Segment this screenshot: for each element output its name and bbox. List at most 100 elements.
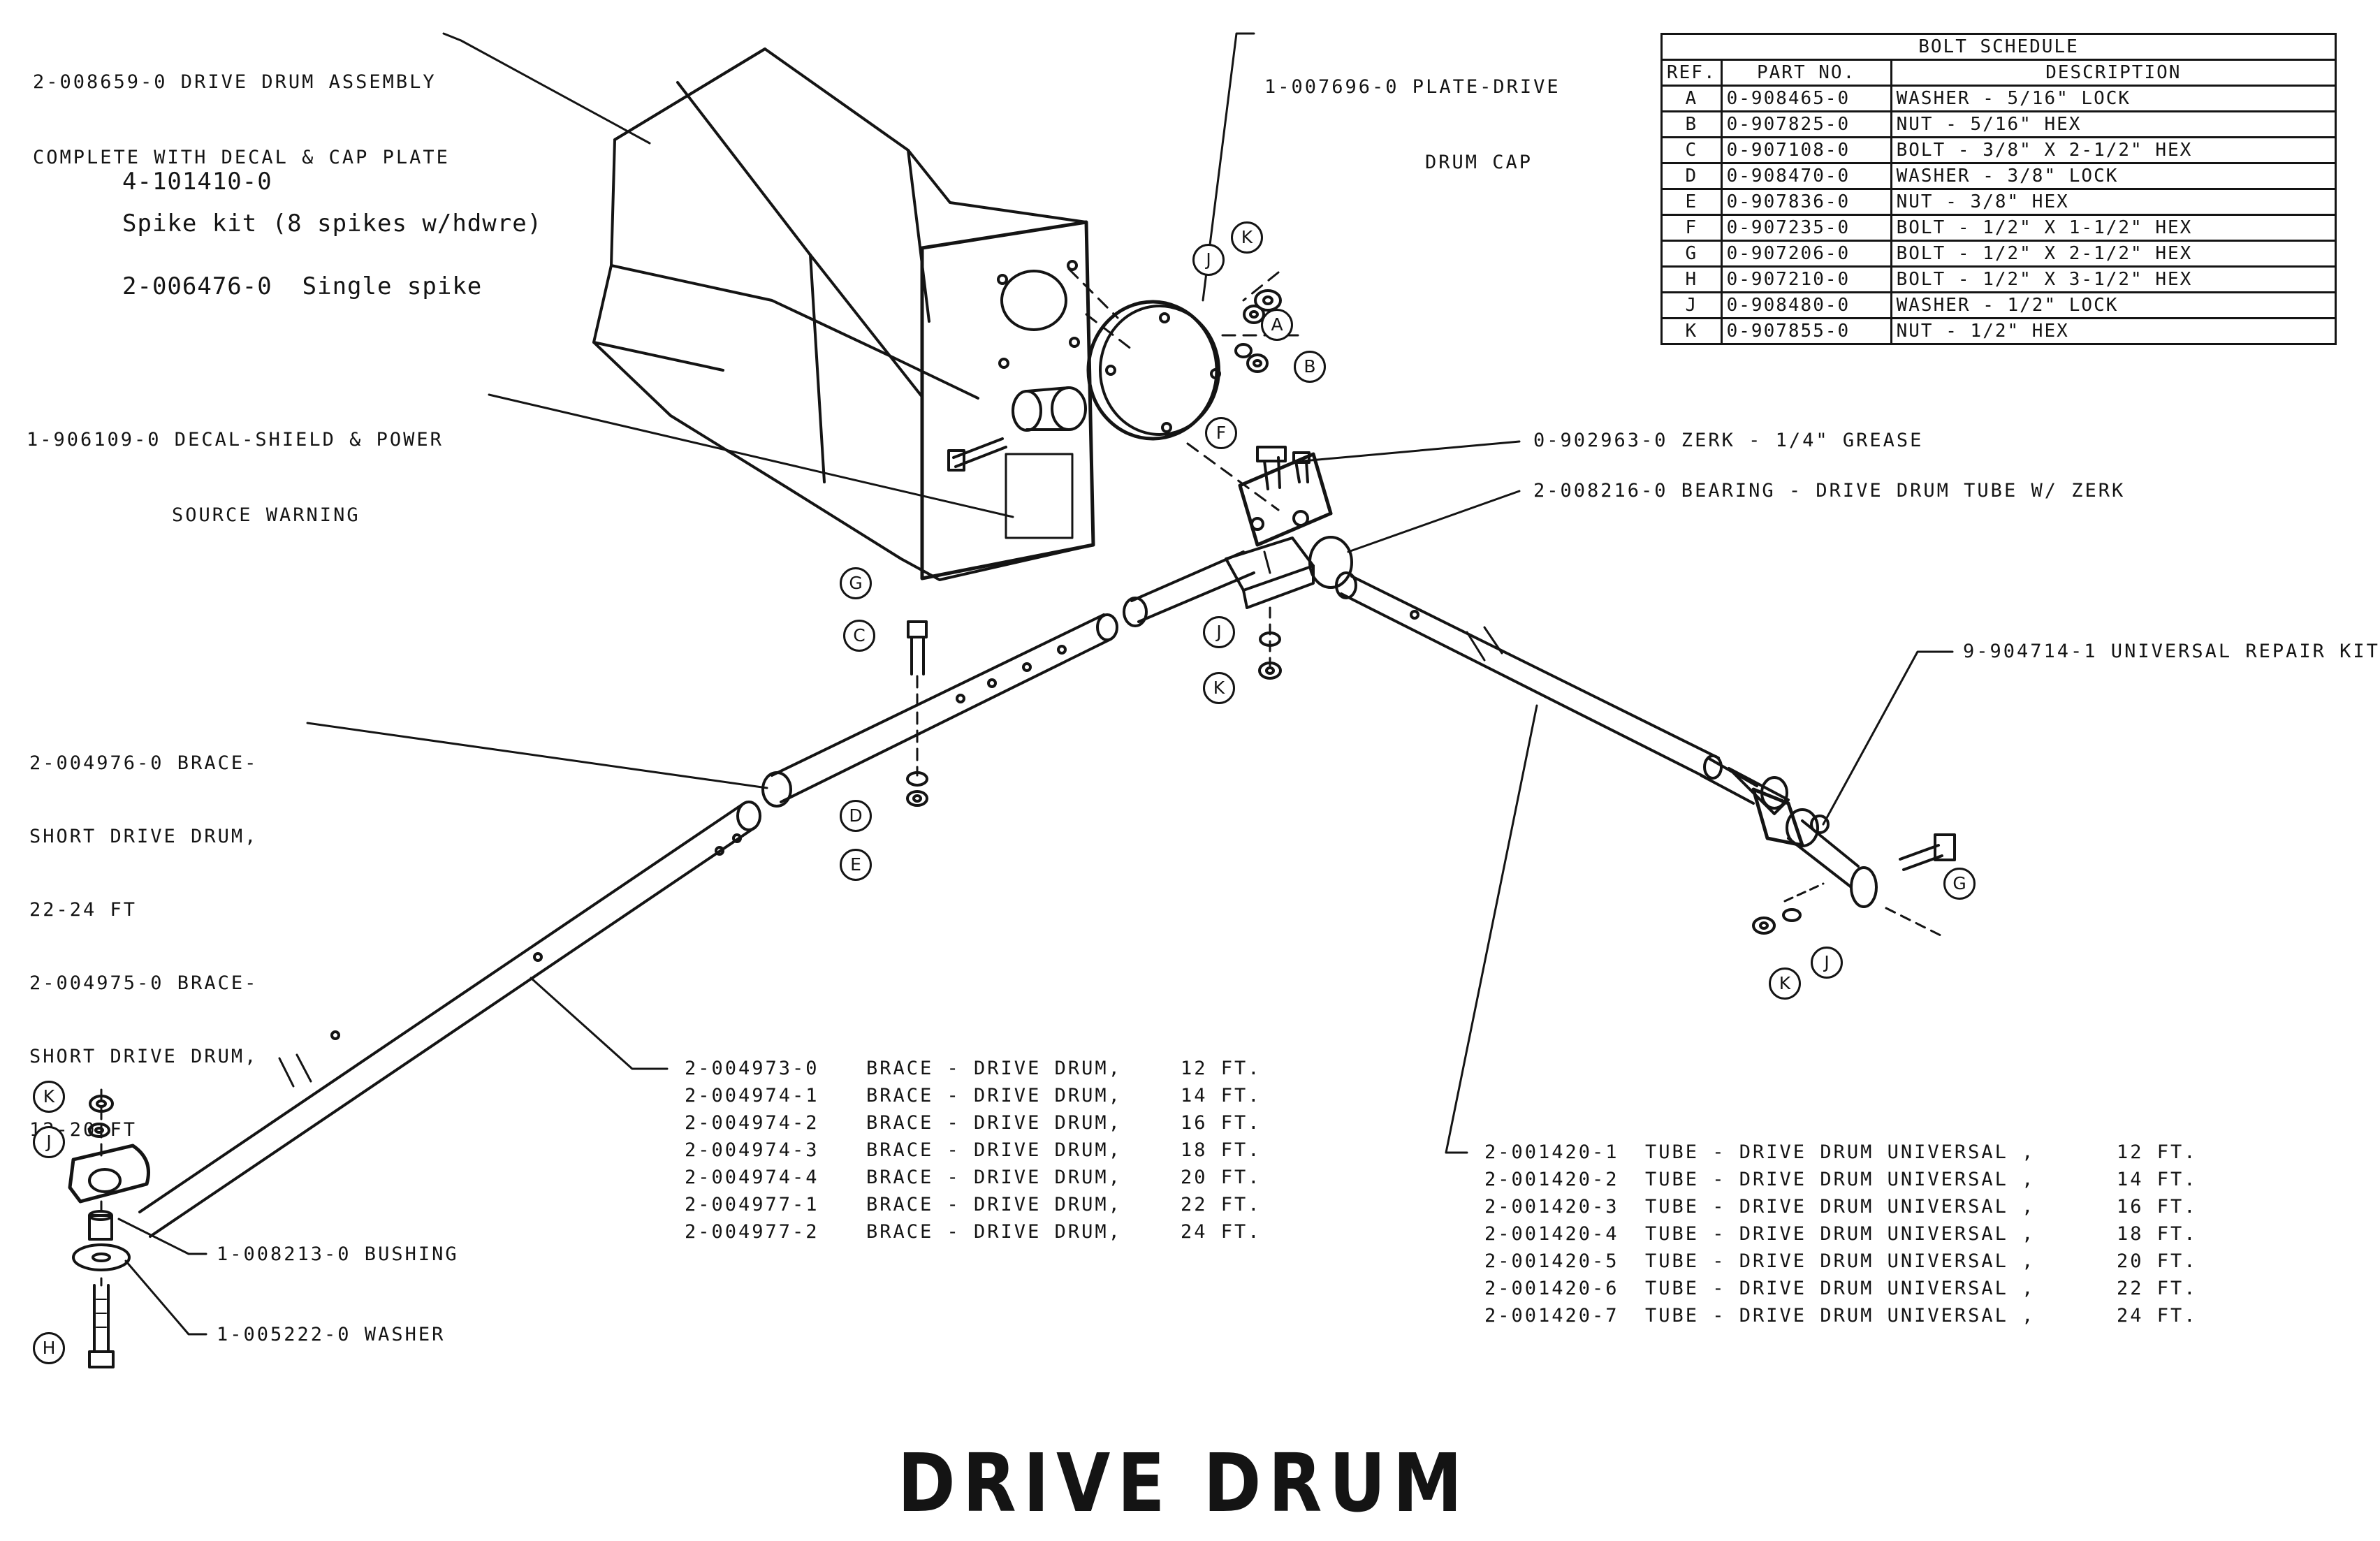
description-cell: WASHER - 3/8" LOCK: [1890, 162, 2337, 190]
callout-g: G: [1943, 868, 1976, 900]
part-number: 2-001420-1: [1484, 1141, 1619, 1163]
leader-lines: [117, 32, 1954, 1336]
ref-cell: C: [1660, 136, 1723, 164]
part-length: 16 FT.: [1181, 1112, 1262, 1134]
label-zerk: 0-902963-0 ZERK - 1/4" GREASE: [1533, 430, 1924, 451]
callout-f: F: [1205, 417, 1237, 449]
label-decal: 1-906109-0 DECAL-SHIELD & POWER SOURCE W…: [27, 377, 444, 553]
bolt-c-stack: [906, 620, 928, 807]
part-number: 2-001420-4: [1484, 1223, 1619, 1245]
part-desc: TUBE - DRIVE DRUM UNIVERSAL ,: [1645, 1196, 2036, 1218]
callout-b: B: [1294, 351, 1326, 383]
label-bearing: 2-008216-0 BEARING - DRIVE DRUM TUBE W/ …: [1533, 480, 2126, 502]
description-cell: NUT - 3/8" HEX: [1890, 188, 2337, 216]
callout-k: K: [1769, 967, 1801, 1000]
label-line: 2-004976-0 BRACE-: [29, 752, 258, 774]
single-spike: 2-006476-0 Single spike: [122, 272, 483, 300]
part-length: 24 FT.: [2117, 1305, 2198, 1327]
label-line: 2-004975-0 BRACE-: [29, 972, 258, 994]
label-line: 22-24 FT: [29, 899, 138, 921]
part-desc: BRACE - DRIVE DRUM,: [866, 1167, 1122, 1188]
part-length: 22 FT.: [1181, 1194, 1262, 1215]
universal-tube: [1335, 571, 1956, 937]
part-number-cell: 0-908465-0: [1720, 85, 1892, 112]
description-cell: BOLT - 1/2" X 3-1/2" HEX: [1890, 265, 2337, 293]
spike-kit-part: 4-101410-0: [122, 168, 272, 196]
part-desc: TUBE - DRIVE DRUM UNIVERSAL ,: [1645, 1169, 2036, 1190]
label-line: 1-906109-0 DECAL-SHIELD & POWER: [27, 429, 444, 451]
part-desc: TUBE - DRIVE DRUM UNIVERSAL ,: [1645, 1278, 2036, 1299]
part-length: 20 FT.: [2117, 1250, 2198, 1272]
part-number: 2-001420-5: [1484, 1250, 1619, 1272]
part-number: 2-004974-2: [685, 1112, 819, 1134]
long-brace: [68, 801, 761, 1238]
bearing-drive-drum-tube: [1225, 446, 1353, 609]
description-cell: WASHER - 5/16" LOCK: [1890, 85, 2337, 112]
bolt-schedule-caption: BOLT SCHEDULE: [1660, 33, 2337, 61]
callout-g: G: [840, 567, 872, 599]
list-item: 2-004974-2 BRACE - DRIVE DRUM, 16 FT.: [685, 1109, 1260, 1137]
part-length: 12 FT.: [2117, 1141, 2198, 1163]
list-item: 2-001420-7 TUBE - DRIVE DRUM UNIVERSAL , 2…: [1484, 1302, 2196, 1329]
part-number: 2-004973-0: [685, 1058, 819, 1079]
list-item: 2-001420-6 TUBE - DRIVE DRUM UNIVERSAL , 2…: [1484, 1275, 2196, 1302]
label-washer: 1-005222-0 WASHER: [217, 1324, 446, 1345]
part-desc: BRACE - DRIVE DRUM,: [866, 1085, 1122, 1107]
description-cell: BOLT - 1/2" X 1-1/2" HEX: [1890, 214, 2337, 242]
part-number-cell: 0-907825-0: [1720, 110, 1892, 138]
part-desc: TUBE - DRIVE DRUM UNIVERSAL ,: [1645, 1141, 2036, 1163]
callout-j: J: [1192, 244, 1225, 276]
part-number: 2-001420-3: [1484, 1196, 1619, 1218]
part-length: 22 FT.: [2117, 1278, 2198, 1299]
callout-j: J: [1203, 616, 1235, 648]
part-desc: BRACE - DRIVE DRUM,: [866, 1221, 1122, 1243]
callout-d: D: [840, 800, 872, 832]
label-line: SOURCE WARNING: [172, 504, 360, 526]
part-desc: TUBE - DRIVE DRUM UNIVERSAL ,: [1645, 1305, 2036, 1327]
part-desc: BRACE - DRIVE DRUM,: [866, 1112, 1122, 1134]
part-number-cell: 0-907836-0: [1720, 188, 1892, 216]
bolt-schedule-table: BOLT SCHEDULE REF. PART NO. DESCRIPTION …: [1660, 33, 2337, 345]
part-number: 2-001420-7: [1484, 1305, 1619, 1327]
part-desc: BRACE - DRIVE DRUM,: [866, 1058, 1122, 1079]
callout-a: A: [1261, 309, 1293, 341]
callout-c: C: [843, 620, 875, 652]
list-item: 2-001420-1 TUBE - DRIVE DRUM UNIVERSAL , 1…: [1484, 1139, 2196, 1166]
part-desc: BRACE - DRIVE DRUM,: [866, 1194, 1122, 1215]
part-length: 12 FT.: [1181, 1058, 1262, 1079]
drum-cap-plate: [1067, 268, 1308, 511]
part-number: 2-001420-6: [1484, 1278, 1619, 1299]
label-line: DRUM CAP: [1425, 152, 1533, 173]
label-line: 1-007696-0 PLATE-DRIVE: [1264, 76, 1561, 98]
ref-cell: B: [1660, 110, 1723, 138]
description-cell: WASHER - 1/2" LOCK: [1890, 291, 2337, 319]
part-desc: BRACE - DRIVE DRUM,: [866, 1139, 1122, 1161]
part-desc: TUBE - DRIVE DRUM UNIVERSAL ,: [1645, 1250, 2036, 1272]
part-number-cell: 0-908480-0: [1720, 291, 1892, 319]
ref-cell: F: [1660, 214, 1723, 242]
part-number-cell: 0-908470-0: [1720, 162, 1892, 190]
callout-k: K: [1203, 672, 1235, 704]
label-line: COMPLETE WITH DECAL & CAP PLATE: [33, 147, 450, 168]
description-cell: NUT - 5/16" HEX: [1890, 110, 2337, 138]
ref-cell: J: [1660, 291, 1723, 319]
ref-cell: E: [1660, 188, 1723, 216]
part-number: 2-004974-3: [685, 1139, 819, 1161]
label-line: SHORT DRIVE DRUM,: [29, 826, 258, 847]
part-number-cell: 0-907210-0: [1720, 265, 1892, 293]
